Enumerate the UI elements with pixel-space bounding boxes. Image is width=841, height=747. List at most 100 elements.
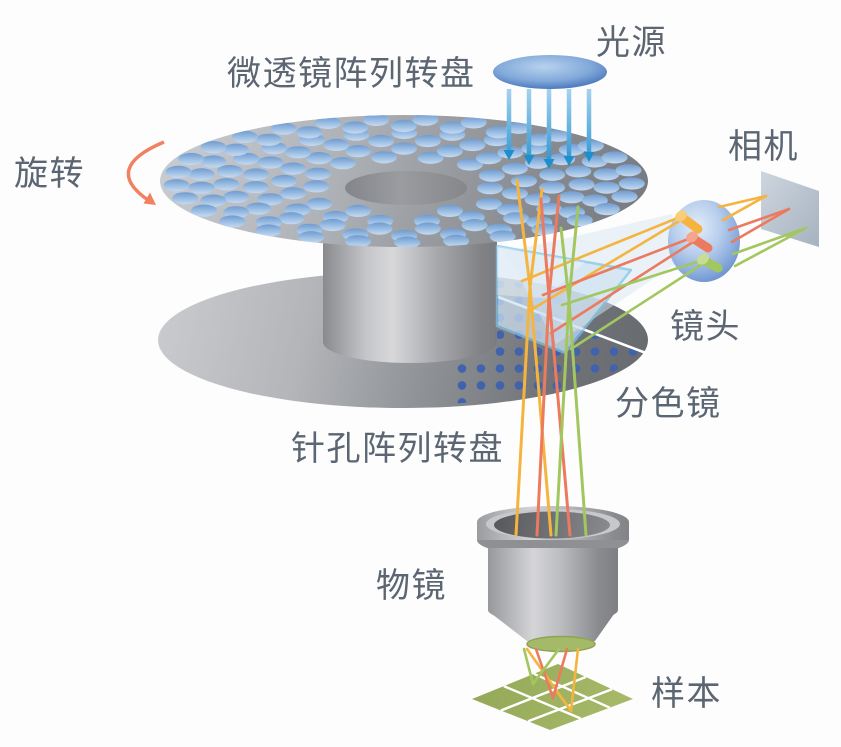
microlens-dot bbox=[501, 162, 528, 175]
light-source-ellipse bbox=[493, 55, 607, 89]
microlens-dot bbox=[524, 193, 551, 206]
pinhole-dot bbox=[609, 347, 619, 356]
microlens-dot bbox=[306, 197, 333, 210]
pinhole-dot bbox=[495, 381, 505, 390]
microlens-dot bbox=[280, 187, 307, 200]
microlens-dot bbox=[436, 204, 463, 217]
microlens-dot bbox=[501, 187, 528, 200]
microlens-dot bbox=[315, 116, 342, 129]
label-dichroic-mirror: 分色镜 bbox=[615, 385, 722, 423]
microlens-dot bbox=[200, 194, 227, 207]
label-light-source: 光源 bbox=[596, 24, 667, 62]
pinhole-dot bbox=[514, 364, 524, 373]
label-pinhole-disk: 针孔阵列转盘 bbox=[291, 430, 504, 468]
microlens-dot bbox=[460, 116, 487, 129]
microlens-dot bbox=[323, 138, 350, 151]
microlens-dot bbox=[245, 202, 272, 215]
microlens-dot bbox=[593, 203, 620, 216]
microlens-dot bbox=[188, 181, 215, 194]
microlens-dot bbox=[271, 174, 297, 188]
microlens-dot bbox=[342, 121, 368, 134]
pinhole-dot bbox=[495, 364, 505, 373]
pinhole-dot bbox=[457, 364, 467, 373]
objective-opening bbox=[494, 511, 610, 539]
microlens-dot bbox=[511, 174, 537, 188]
microlens-dot bbox=[593, 181, 620, 194]
label-rotation: 旋转 bbox=[14, 155, 85, 193]
microlens-dot bbox=[485, 126, 512, 139]
microlens-dot bbox=[568, 178, 595, 191]
microlens-dot bbox=[615, 164, 642, 177]
microlens-dot bbox=[242, 168, 269, 181]
microlens-dot bbox=[558, 191, 585, 204]
microlens-dot bbox=[461, 219, 488, 232]
microlens-dot bbox=[255, 224, 282, 237]
microlens-dot bbox=[443, 234, 470, 247]
microlens-dot bbox=[303, 180, 330, 193]
microlens-dot bbox=[306, 152, 333, 165]
light-source-group bbox=[493, 55, 607, 169]
microlens-dot bbox=[280, 162, 307, 175]
microlens-dot-array bbox=[163, 115, 645, 247]
microlens-dot bbox=[363, 115, 390, 127]
rays-red bbox=[534, 194, 791, 700]
lens-beam-tubes bbox=[675, 210, 723, 273]
rays-green bbox=[522, 205, 808, 686]
microlens-dot bbox=[191, 204, 218, 217]
tube-cap-green bbox=[697, 253, 709, 265]
pinhole-dot bbox=[476, 364, 486, 373]
pinhole-dot bbox=[590, 347, 600, 356]
microlens-dot bbox=[459, 138, 486, 152]
microlens-dot bbox=[611, 190, 638, 203]
microlens-dot bbox=[391, 142, 417, 155]
microlens-dot bbox=[255, 133, 282, 146]
disk-center-hole bbox=[345, 171, 467, 205]
pinhole-dot bbox=[514, 347, 524, 356]
microlens-dot bbox=[394, 236, 421, 247]
microlens-dot bbox=[436, 145, 463, 158]
microlens-dot bbox=[270, 122, 297, 135]
tube-cap-red bbox=[686, 231, 698, 243]
microlens-dot bbox=[219, 215, 246, 228]
microlens-dot bbox=[371, 151, 397, 164]
tube-orange bbox=[678, 213, 703, 234]
label-microlens-disk: 微透镜阵列转盘 bbox=[227, 55, 476, 93]
microlens-dot bbox=[178, 152, 204, 166]
microlens-dot bbox=[223, 143, 249, 156]
microlens-dot bbox=[366, 222, 393, 235]
label-lens: 镜头 bbox=[670, 308, 741, 346]
tube-green bbox=[700, 256, 723, 273]
microlens-dot bbox=[412, 115, 439, 126]
microlens-dot bbox=[390, 119, 417, 132]
microlens-dot bbox=[417, 151, 444, 164]
microlens-dot bbox=[200, 141, 227, 154]
microlens-dot bbox=[545, 129, 572, 142]
tube-cap-orange bbox=[675, 210, 687, 222]
microlens-dot bbox=[475, 197, 502, 210]
label-sample: 样本 bbox=[651, 675, 722, 713]
microlens-dot bbox=[539, 168, 566, 181]
microlens-dot bbox=[200, 155, 227, 168]
microlens-dot bbox=[223, 190, 250, 204]
excitation-arrowheads bbox=[503, 150, 595, 169]
microlens-dot bbox=[414, 134, 441, 148]
pinhole-dot bbox=[590, 364, 600, 373]
microlens-dot bbox=[172, 192, 199, 205]
microlens-dot bbox=[414, 222, 441, 235]
microlens-dot bbox=[305, 167, 331, 180]
microlens-dot bbox=[593, 168, 620, 181]
rotation-arrowhead bbox=[143, 192, 156, 205]
microlens-dot bbox=[478, 169, 505, 182]
microlens-dot bbox=[539, 181, 566, 194]
microlens-dot bbox=[345, 145, 372, 158]
microlens-dot bbox=[477, 182, 503, 195]
microlens-dot bbox=[601, 151, 628, 164]
microlens-dot bbox=[188, 168, 215, 181]
excitation-arrows bbox=[506, 89, 592, 160]
label-camera: 相机 bbox=[728, 128, 799, 166]
microlens-dot bbox=[233, 152, 260, 165]
microlens-dot bbox=[329, 157, 356, 170]
microlens-dot bbox=[503, 212, 530, 225]
